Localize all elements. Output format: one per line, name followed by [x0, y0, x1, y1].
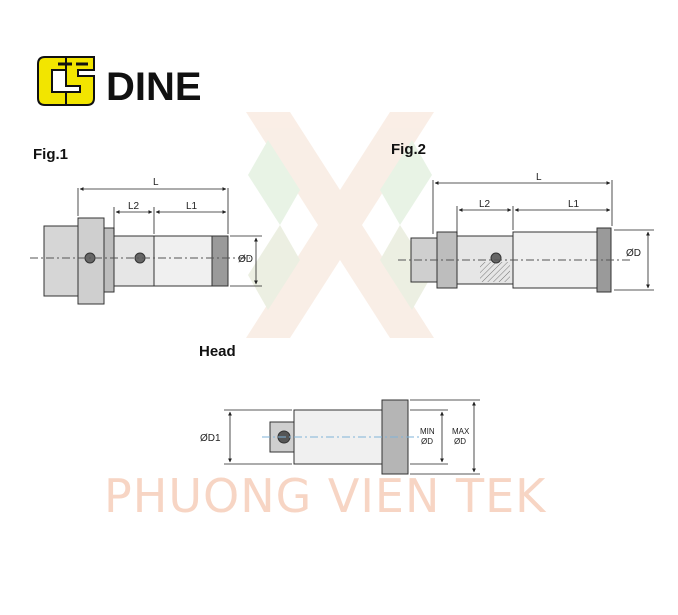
fig1-L-label: L — [153, 177, 159, 188]
head-dimensions — [224, 399, 480, 475]
dine-logo: DINE — [37, 56, 202, 109]
head-max-line2: ØD — [454, 437, 466, 446]
fig1-tool — [30, 217, 250, 305]
fig2-dimensions — [432, 180, 654, 291]
fig2-D-label: ØD — [626, 248, 641, 259]
fig2-L2-label: L2 — [479, 199, 491, 210]
head-D1-label: ØD1 — [200, 433, 221, 444]
fig2-L1-label: L1 — [568, 199, 580, 210]
head-max-line1: MAX — [452, 427, 470, 436]
head-label: Head — [199, 343, 236, 360]
head-min-line1: MIN — [420, 427, 435, 436]
fig1-L1-label: L1 — [186, 201, 198, 212]
watermark-mark — [246, 112, 434, 338]
fig1-D-label: ØD — [238, 254, 253, 265]
brand-name: DINE — [106, 65, 202, 109]
fig2-tool — [398, 227, 630, 293]
fig1-L2-label: L2 — [128, 201, 140, 212]
fig1-dimensions — [77, 187, 262, 287]
head-min-line2: ØD — [421, 437, 433, 446]
fig1-label: Fig.1 — [33, 146, 68, 163]
fig2-L-label: L — [536, 172, 542, 183]
fig2-label: Fig.2 — [391, 141, 426, 158]
watermark-text: PHUONG VIEN TEK — [104, 469, 547, 523]
head-tool — [262, 399, 420, 475]
